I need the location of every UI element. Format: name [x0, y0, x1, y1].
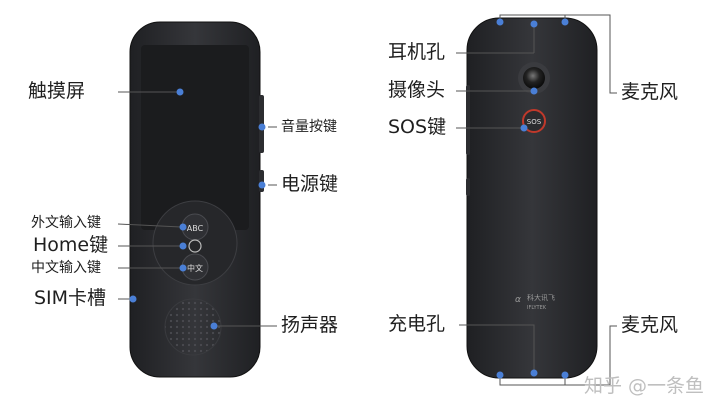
home-marker — [180, 243, 187, 250]
label-charging-port: 充电孔 — [388, 315, 445, 334]
mic-bottom-left-marker — [497, 372, 504, 379]
mic-top-right-marker — [562, 19, 569, 26]
camera-lens — [523, 67, 545, 89]
brand-logo: α — [515, 295, 521, 305]
touchscreen-marker — [177, 89, 184, 96]
brand-name: 科大讯飞 — [527, 293, 555, 302]
label-power-key: 电源键 — [281, 175, 338, 194]
sim-marker — [130, 296, 137, 303]
watermark: 知乎 @一条鱼 — [584, 371, 704, 398]
power-button — [259, 170, 264, 192]
front-device: ABC 中文 — [130, 22, 264, 377]
chinese-marker — [180, 265, 187, 272]
speaker-marker — [211, 323, 218, 330]
brand-sub: IFLYTEK — [527, 305, 547, 311]
label-touchscreen: 触摸屏 — [28, 82, 85, 101]
mic-top-left-marker — [497, 19, 504, 26]
abc-key-label: ABC — [187, 224, 204, 233]
abc-marker — [180, 224, 187, 231]
sos-marker — [521, 125, 528, 132]
volume-marker — [259, 124, 266, 131]
label-chinese-input-key: 中文输入键 — [31, 261, 101, 275]
label-microphone-bottom: 麦克风 — [621, 316, 678, 335]
earphone-marker — [531, 21, 538, 28]
camera-marker — [531, 88, 538, 95]
label-sos-key: SOS键 — [388, 118, 446, 137]
mic-bottom-right-marker — [562, 372, 569, 379]
label-camera: 摄像头 — [388, 81, 445, 100]
label-speaker: 扬声器 — [281, 316, 338, 335]
sos-button-label: SOS — [527, 118, 542, 126]
label-home-key: Home键 — [33, 236, 108, 255]
power-marker — [259, 182, 266, 189]
back-device: SOS α 科大讯飞 IFLYTEK — [466, 18, 597, 378]
label-earphone-jack: 耳机孔 — [388, 43, 445, 62]
label-volume-keys: 音量按键 — [281, 120, 337, 134]
label-sim-slot: SIM卡槽 — [34, 289, 106, 308]
charging-marker — [531, 370, 538, 377]
label-microphone-top: 麦克风 — [621, 83, 678, 102]
chinese-key-label: 中文 — [187, 263, 203, 273]
label-foreign-input-key: 外文输入键 — [31, 216, 101, 230]
